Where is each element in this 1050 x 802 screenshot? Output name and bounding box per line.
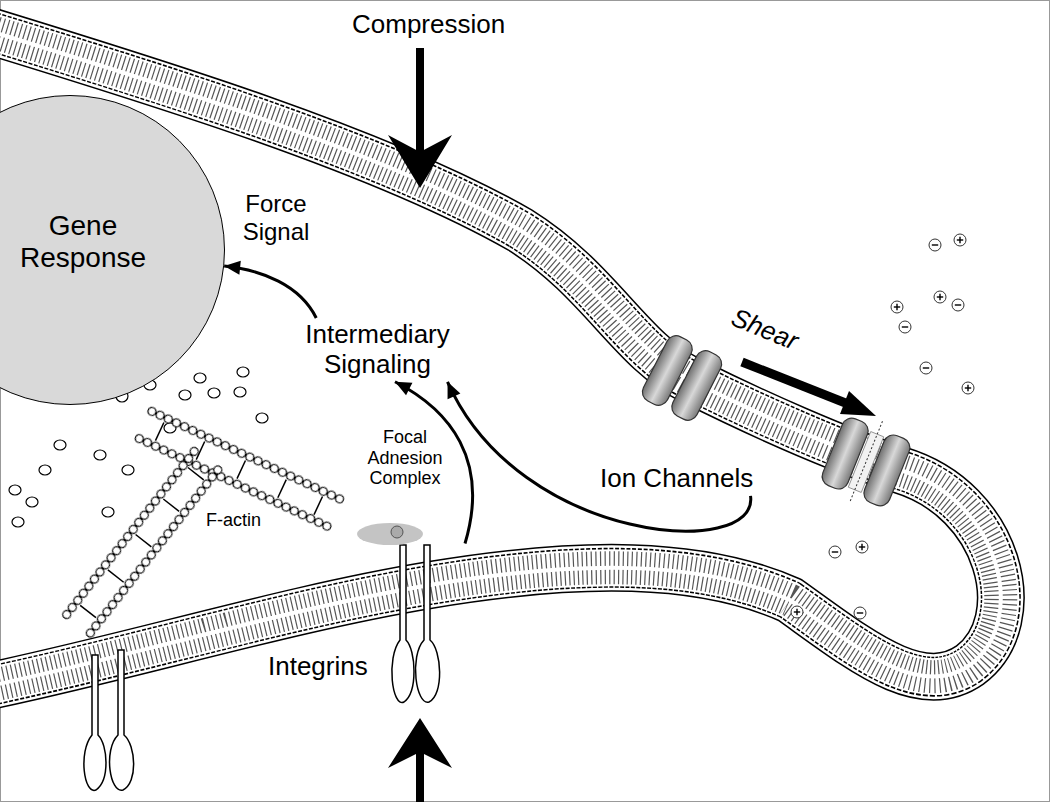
nucleus-circle: Gene Response xyxy=(0,95,225,405)
part-label: Integrins xyxy=(268,652,368,682)
ion-channel-node: Ion Channels xyxy=(598,462,755,496)
actin-filament xyxy=(60,445,225,640)
part-label: F-actin xyxy=(206,510,261,531)
actin-filament xyxy=(133,405,346,533)
force-label: Compression xyxy=(352,10,505,40)
integrin-pair xyxy=(84,650,134,790)
node-text: Intermediary Signaling xyxy=(292,320,463,380)
edge-label: Force Signal xyxy=(230,190,322,245)
node-text: Gene Response xyxy=(8,210,158,274)
arrowhead xyxy=(224,261,241,275)
force-label: Shear xyxy=(727,303,803,357)
focal-adhesion-node: Focal Adnesion Complex xyxy=(345,425,465,551)
connector-arrow xyxy=(448,382,751,531)
node-text: Focal Adnesion Complex xyxy=(347,427,463,489)
signaling-node: Intermediary Signaling xyxy=(290,318,465,382)
shear-arrow xyxy=(742,362,876,416)
focal-adhesion-protein xyxy=(391,526,403,538)
arrowhead xyxy=(395,382,412,396)
integrin-pair xyxy=(392,545,440,702)
focal-adhesion-ellipse xyxy=(357,523,423,545)
compression-arrow xyxy=(388,718,452,802)
focal-adhesion-shape xyxy=(347,489,463,549)
ion-channel-open xyxy=(816,408,916,517)
arrowhead xyxy=(448,382,461,399)
ion-channel xyxy=(639,332,725,423)
ions xyxy=(791,234,974,619)
node-text: Ion Channels xyxy=(600,464,753,494)
compression-arrow xyxy=(388,48,452,188)
